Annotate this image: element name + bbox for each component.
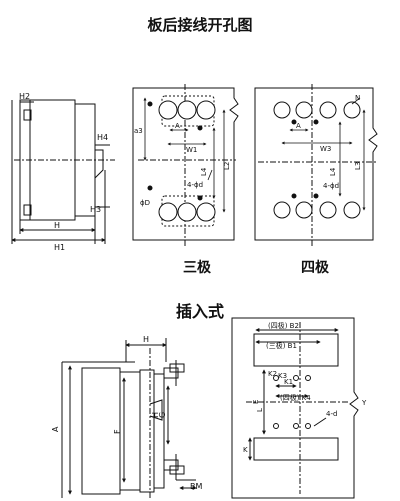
mounting-hole [147,185,153,191]
dim-bm: BM [190,482,202,491]
dim-l3: L3 [354,162,362,170]
terminal-hole [319,201,337,219]
three-pole-dims [143,97,226,213]
four-pole-holes [273,101,361,219]
axis-y: Y [361,399,367,407]
dia-d: ϕD [140,199,150,207]
terminal-hole [158,202,178,222]
mounting-hole [291,193,297,199]
dim-l4-4p: L4 [329,167,337,176]
dim-h2: H2 [19,92,30,101]
terminal-hole [295,101,313,119]
dim-a3: a3 [134,127,143,135]
dim-e: E [252,400,260,404]
dim-h-vertical: H [151,412,160,418]
terminal-hole [196,100,216,120]
mounting-hole [293,423,299,429]
holes-4-d-plug: 4-d [326,410,337,418]
plug-in-side-view [61,338,197,498]
dim-k: K [243,446,248,454]
dim-a-4p: A [296,122,301,130]
terminal-hole [319,101,337,119]
dim-g: G [158,412,167,418]
holes-4-d-4p: 4-ϕd [323,182,339,190]
label-n: N [355,94,360,102]
terminal-hole [158,100,178,120]
dim-f: F [113,429,122,434]
dim-h: H [54,221,60,230]
mounting-hole [313,193,319,199]
rear-drilling-title: 板后接线开孔图 [147,16,253,34]
dim-k2: K2 [268,370,277,378]
dim-l-plug: L [256,408,264,412]
dim-w3: W3 [320,145,331,153]
plug-in-title: 插入式 [175,302,224,321]
plug-in-cutout-holes [273,375,311,429]
terminal-hole [343,201,361,219]
mounting-hole [305,375,311,381]
four-pole-caption: 四极 [301,260,329,276]
terminal-hole [177,202,197,222]
dim-h1: H1 [54,243,65,252]
dim-k1: K1 [284,378,293,386]
mounting-hole [305,423,311,429]
dim-a-plug: A [51,426,60,432]
holes-4-d: 4-ϕd [187,181,203,189]
terminal-hole [273,101,291,119]
terminal-hole [196,202,216,222]
mounting-hole [273,375,279,381]
dim-l4: L4 [200,167,208,176]
dim-h-plug: H [143,335,149,344]
dim-b2: (四极) B2 [268,321,299,330]
dim-a: A [175,122,180,130]
mounting-hole [313,119,319,125]
dim-k3: K3 [278,372,287,380]
dim-k4: (四极) K4 [280,393,311,402]
dim-b1: (三极) B1 [266,341,297,350]
breaker-side-view [11,99,115,244]
dim-h3: H3 [90,205,101,214]
mounting-hole [197,195,203,201]
mounting-hole [291,119,297,125]
mounting-hole [147,101,153,107]
terminal-hole [343,101,361,119]
four-pole-dims [281,97,366,211]
three-pole-holes [147,100,216,222]
dim-w1: W1 [186,146,197,154]
mounting-hole [293,375,299,381]
dim-h4: H4 [97,133,108,142]
terminal-hole [295,201,313,219]
terminal-hole [177,100,197,120]
dim-l2: L2 [223,162,231,170]
mounting-hole [273,423,279,429]
terminal-hole [273,201,291,219]
mounting-hole [197,125,203,131]
plug-in-panel-cutout [231,317,359,499]
three-pole-caption: 三极 [183,260,211,276]
